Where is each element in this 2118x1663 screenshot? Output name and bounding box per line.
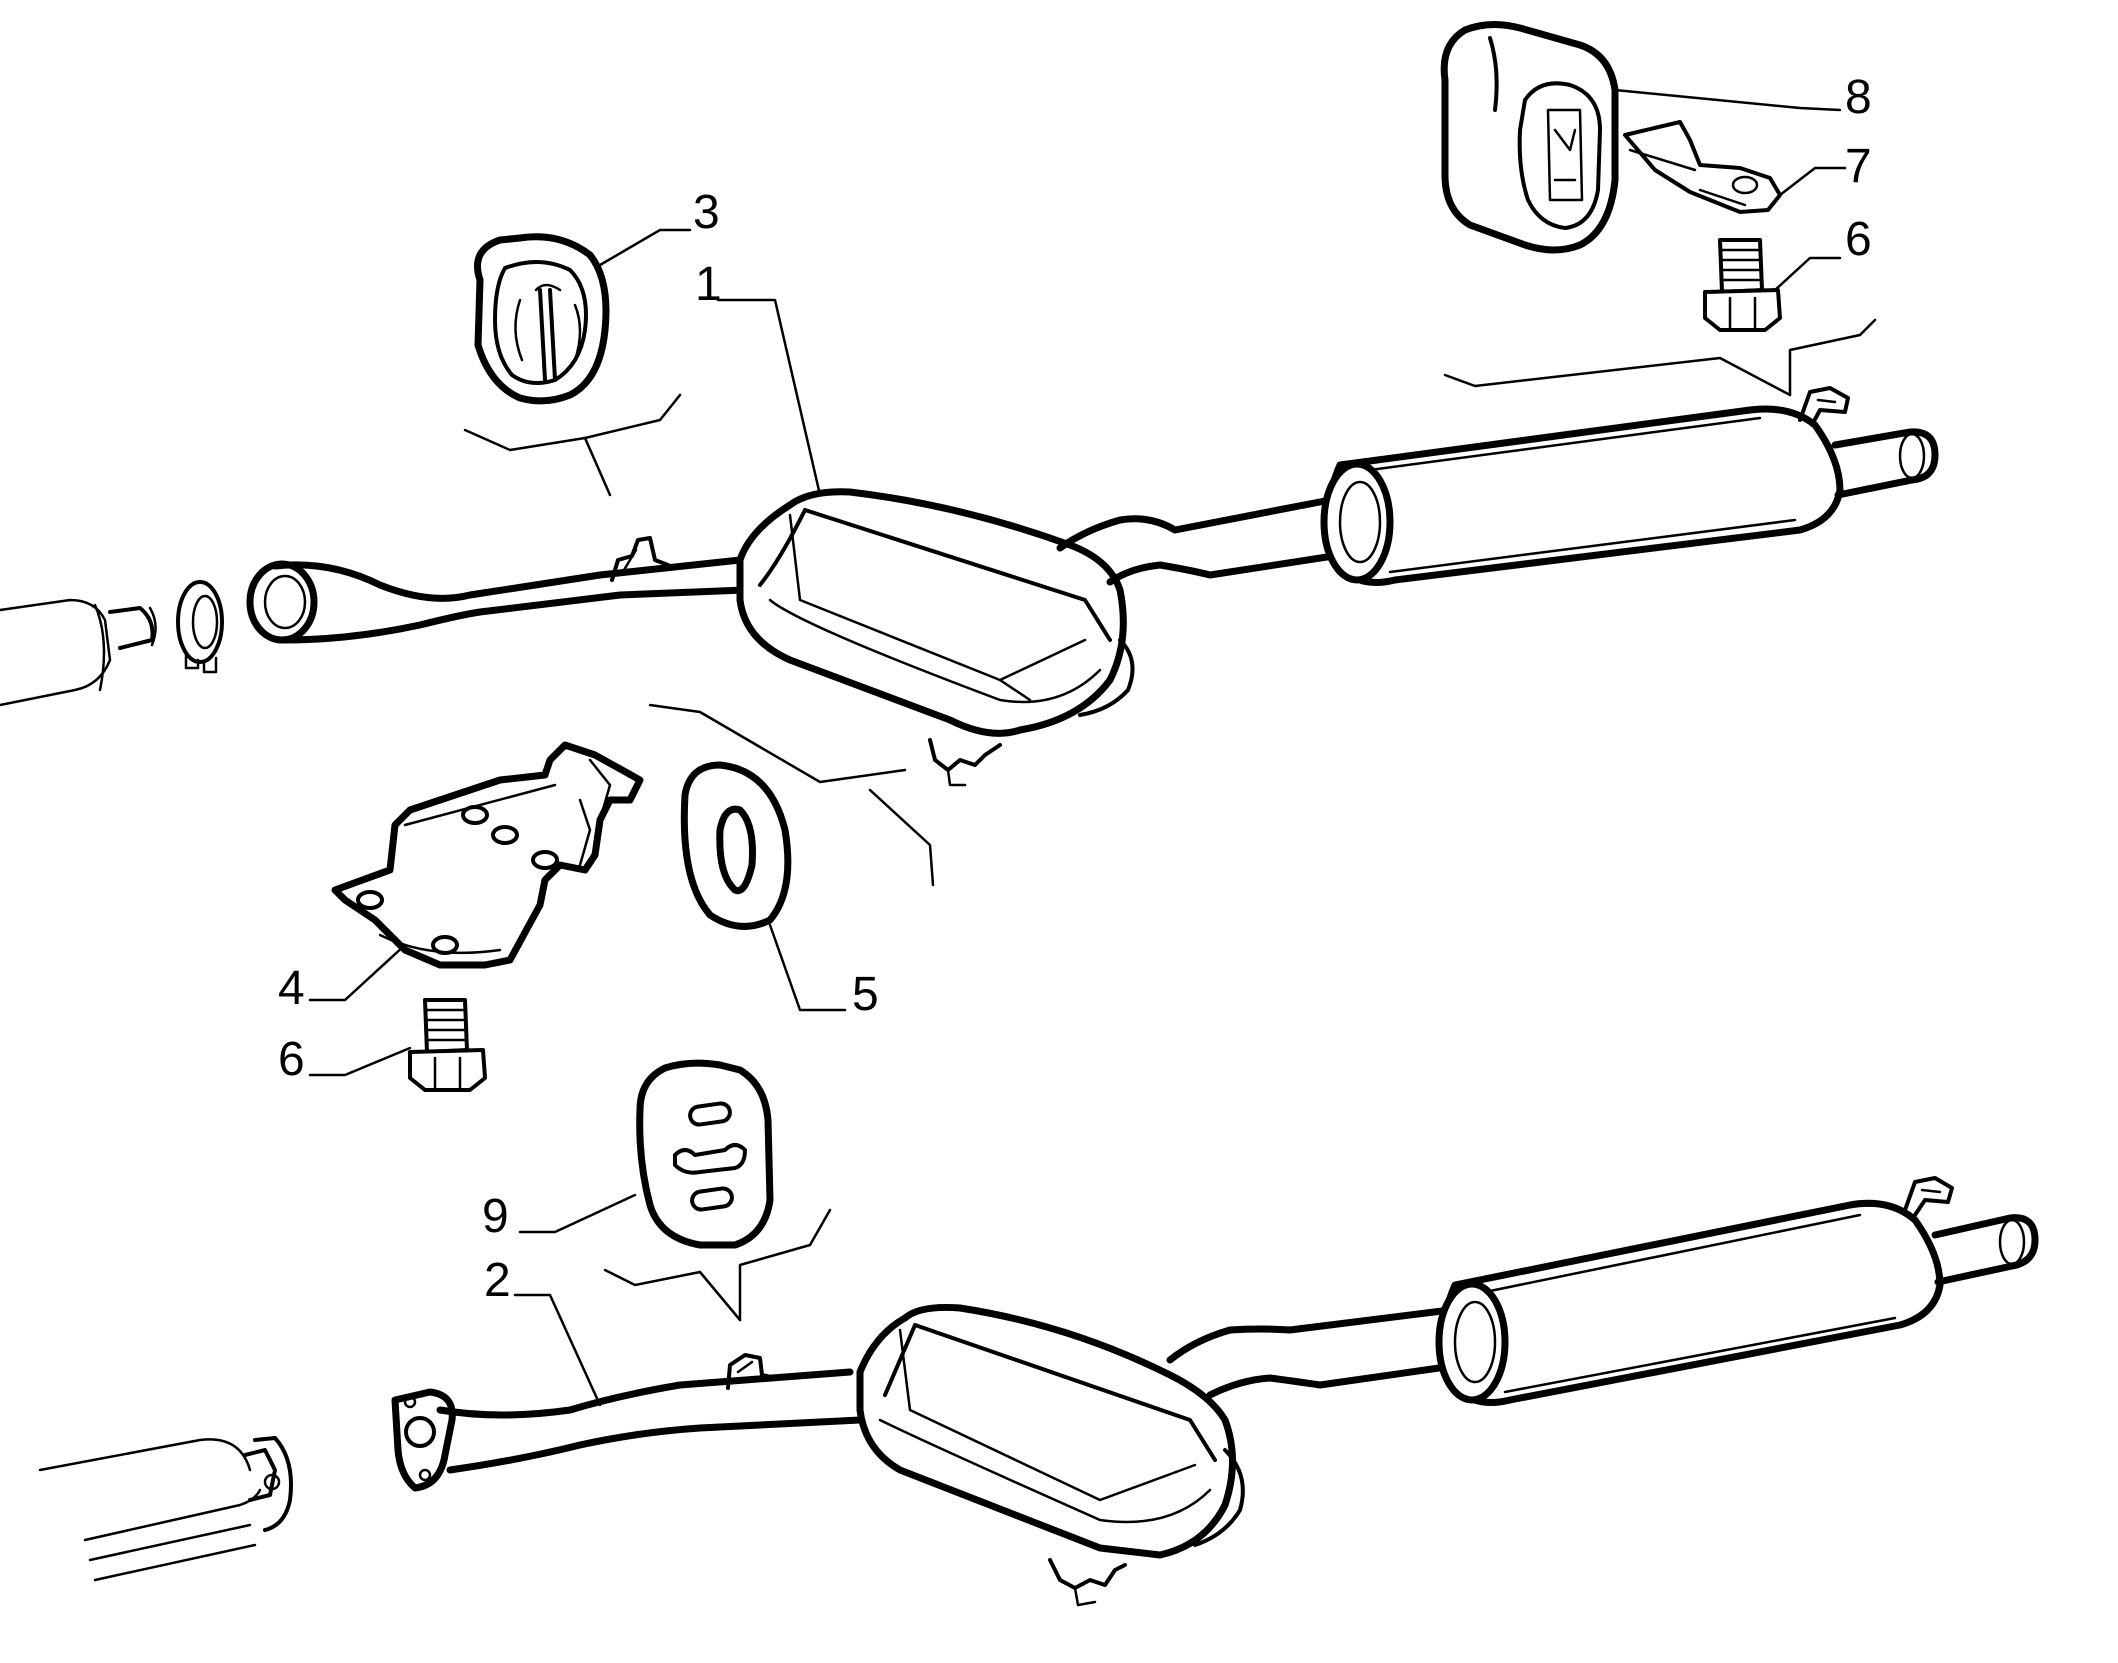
heat-shield-bracket-part-4 bbox=[331, 741, 644, 969]
rubber-hanger-part-3 bbox=[474, 233, 610, 405]
bracket-part-7 bbox=[1623, 120, 1782, 214]
callout-4: 4 bbox=[278, 962, 305, 1015]
rear-muffler-bottom bbox=[1435, 1176, 2039, 1406]
centre-resonator-bottom bbox=[856, 1304, 1245, 1607]
rubber-hanger-part-9 bbox=[636, 1059, 774, 1249]
callout-7: 7 bbox=[1845, 140, 1872, 193]
inlet-pipe-bottom bbox=[391, 1353, 864, 1492]
upstream-pipe-top bbox=[0, 598, 157, 707]
ring-gasket-part-5 bbox=[680, 761, 792, 930]
pipe-clamp bbox=[176, 580, 224, 674]
callout-3: 3 bbox=[693, 186, 720, 239]
leader-lines bbox=[308, 88, 1877, 1407]
exhaust-assembly-top bbox=[0, 386, 1939, 787]
mid-pipe-top bbox=[1056, 496, 1344, 586]
callout-8: 8 bbox=[1845, 71, 1872, 124]
callout-1: 1 bbox=[695, 258, 722, 311]
bolt-part-6-top bbox=[1703, 238, 1782, 332]
inlet-pipe-top bbox=[246, 536, 749, 644]
callout-6-bottom: 6 bbox=[278, 1033, 305, 1086]
callout-9: 9 bbox=[482, 1190, 509, 1243]
mid-pipe-bottom bbox=[1166, 1306, 1464, 1399]
callout-2: 2 bbox=[484, 1254, 511, 1307]
rear-muffler-top bbox=[1320, 386, 1939, 586]
callout-labels: 1 2 3 4 5 6 6 7 8 9 bbox=[278, 71, 1872, 1307]
upstream-pipe-bottom bbox=[38, 1436, 293, 1582]
rubber-mount-part-8 bbox=[1440, 21, 1619, 254]
callout-6-top: 6 bbox=[1845, 213, 1872, 266]
bolt-part-6-bottom bbox=[408, 998, 487, 1092]
exhaust-assembly-bottom bbox=[38, 1176, 2039, 1607]
callout-5: 5 bbox=[852, 968, 879, 1021]
